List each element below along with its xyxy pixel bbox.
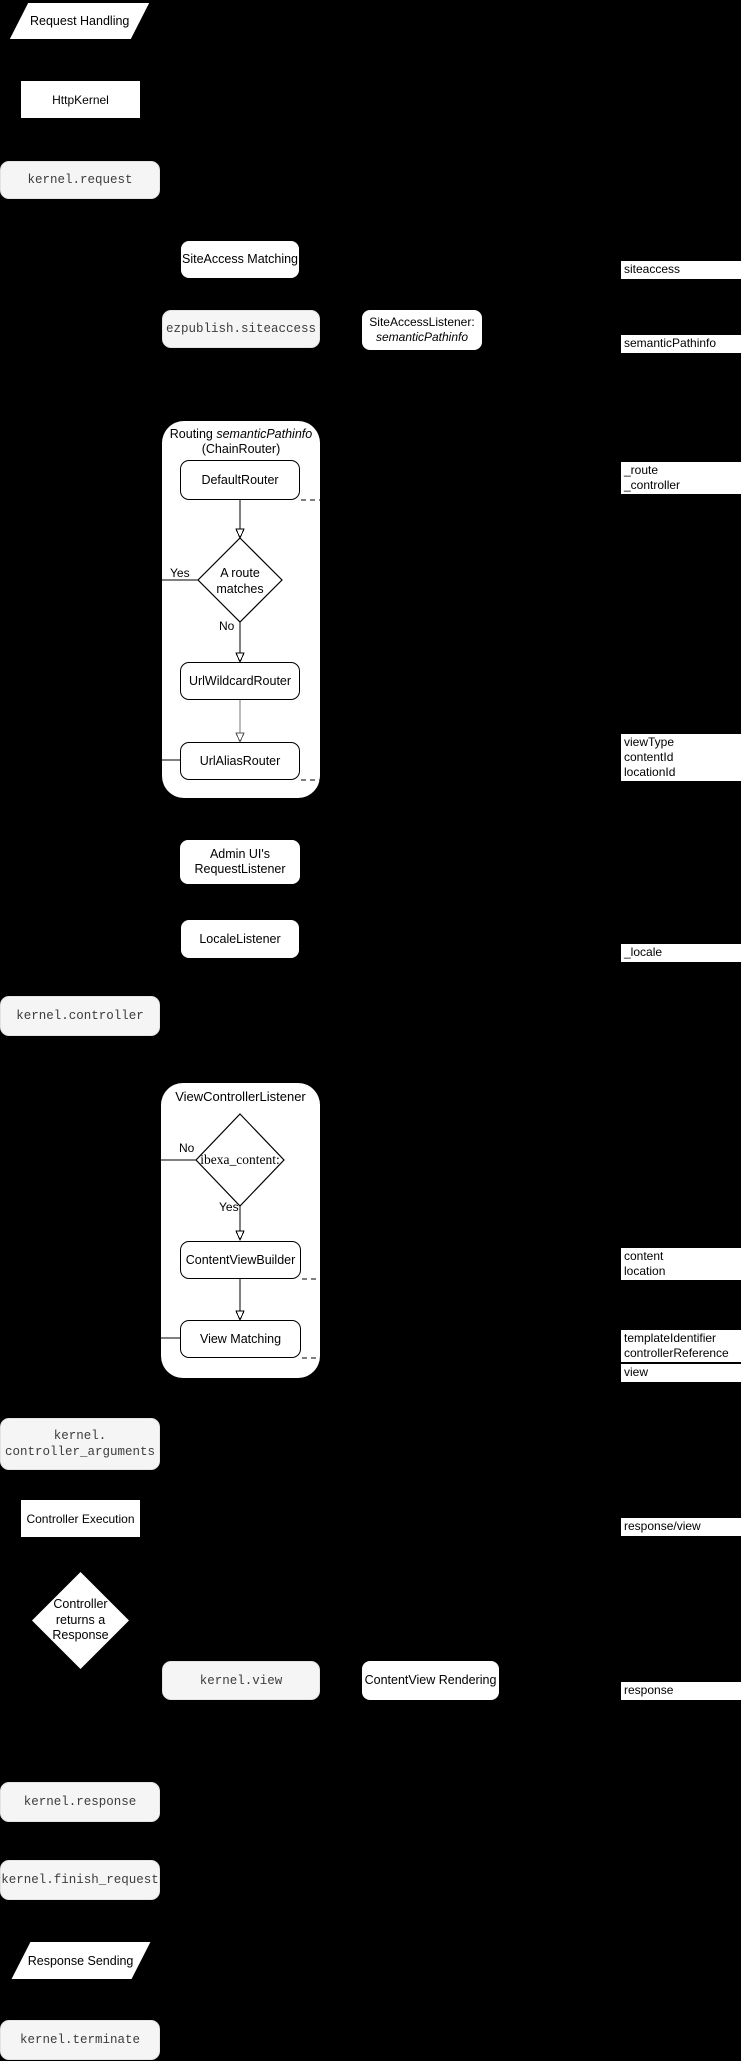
side-label-locale: _locale: [621, 944, 741, 962]
http-kernel-box: HttpKernel: [21, 81, 140, 118]
controller-execution-label: Controller Execution: [26, 1511, 135, 1526]
side-label-location: location: [624, 1264, 666, 1278]
route-no-label: No: [219, 619, 235, 633]
locale-listener-box: LocaleListener: [181, 920, 299, 958]
admin-request-listener-line2: RequestListener: [194, 862, 286, 876]
side-label-templateidentifier: templateIdentifier: [624, 1331, 717, 1345]
request-handling-label: Request Handling: [29, 14, 130, 28]
kernel-view-event: kernel.view: [162, 1661, 320, 1700]
kernel-response-event: kernel.response: [0, 1782, 160, 1822]
ezpublish-siteaccess-event: ezpublish.siteaccess: [162, 310, 320, 348]
url-wildcard-router-label: UrlWildcardRouter: [188, 674, 292, 688]
side-label-response: response: [621, 1682, 741, 1700]
routing-title: Routing semanticPathinfo (ChainRouter): [162, 427, 320, 457]
crr-line1: Controller: [53, 1597, 108, 1611]
routing-container: Routing semanticPathinfo (ChainRouter) D…: [162, 421, 320, 798]
vcl-title: ViewControllerListener: [175, 1089, 306, 1104]
url-alias-router-box: UrlAliasRouter: [180, 742, 300, 780]
kernel-finish-request-label: kernel.finish_request: [1, 1873, 159, 1887]
kernel-view-label: kernel.view: [199, 1673, 283, 1688]
side-label-view: view: [621, 1364, 741, 1382]
view-controller-listener-container: ViewControllerListener No ibexa_content:…: [161, 1083, 320, 1378]
side-label-controllerreference: controllerReference: [624, 1346, 729, 1360]
side-label-content: content: [624, 1249, 664, 1263]
url-wildcard-router-box: UrlWildcardRouter: [180, 662, 300, 700]
kernel-terminate-event: kernel.terminate: [0, 2020, 160, 2060]
route-matches-decision-text: A route matches: [198, 565, 282, 597]
view-matching-label: View Matching: [199, 1332, 282, 1346]
side-label-viewtype: viewType: [624, 735, 675, 749]
content-view-builder-box: ContentViewBuilder: [180, 1241, 301, 1279]
controller-returns-response-text: Controller returns a Response: [32, 1597, 129, 1644]
default-router-box: DefaultRouter: [180, 460, 300, 500]
vcl-yes-label: Yes: [219, 1200, 239, 1214]
kernel-controller-arguments-line1: kernel.: [53, 1429, 107, 1443]
kernel-finish-request-event: kernel.finish_request: [0, 1860, 160, 1900]
routing-title-plain: Routing: [169, 427, 217, 441]
response-sending-label: Response Sending: [28, 1953, 134, 1968]
side-label-semantic-pathinfo: semanticPathinfo: [621, 335, 741, 353]
routing-title-italic: semanticPathinfo: [216, 427, 313, 441]
side-label-controller: _controller: [624, 478, 681, 492]
kernel-controller-arguments-line2: controller_arguments: [4, 1445, 156, 1459]
routing-connectors: [162, 499, 320, 781]
siteaccess-listener-line2: semanticPathinfo: [375, 330, 469, 344]
crr-line3: Response: [52, 1628, 109, 1642]
crr-line2: returns a: [55, 1612, 106, 1627]
siteaccess-listener-box: SiteAccessListener: semanticPathinfo: [362, 310, 482, 350]
side-label-contentid: contentId: [624, 750, 674, 764]
ibexa-content-decision-text: ibexa_content:: [200, 1152, 280, 1167]
ezpublish-siteaccess-label: ezpublish.siteaccess: [165, 322, 317, 336]
view-matching-box: View Matching: [180, 1320, 301, 1358]
siteaccess-listener-line1: SiteAccessListener:: [369, 315, 475, 329]
controller-execution-box: Controller Execution: [21, 1500, 140, 1537]
side-label-siteaccess: siteaccess: [621, 261, 741, 279]
contentview-rendering-label: ContentView Rendering: [364, 1673, 497, 1687]
request-handling-step: Request Handling: [9, 3, 150, 39]
kernel-response-label: kernel.response: [23, 1795, 137, 1809]
default-router-label: DefaultRouter: [201, 473, 279, 487]
content-view-builder-label: ContentViewBuilder: [185, 1253, 296, 1267]
vcl-no-label: No: [179, 1141, 195, 1155]
siteaccess-matching-box: SiteAccess Matching: [181, 241, 299, 278]
locale-listener-label: LocaleListener: [199, 931, 281, 946]
side-label-locationid: locationId: [624, 765, 676, 779]
admin-request-listener-line1: Admin UI's: [209, 847, 271, 861]
contentview-rendering-box: ContentView Rendering: [362, 1661, 499, 1700]
http-kernel-label: HttpKernel: [52, 92, 109, 107]
controller-returns-response-diamond: [32, 1572, 129, 1669]
routing-title-line2: (ChainRouter): [201, 442, 281, 456]
kernel-request-event: kernel.request: [0, 161, 160, 199]
side-label-template-controller: templateIdentifier controllerReference: [621, 1330, 741, 1362]
admin-request-listener-box: Admin UI's RequestListener: [180, 840, 300, 884]
kernel-request-label: kernel.request: [27, 173, 133, 187]
route-matches-line2: matches: [216, 582, 264, 596]
siteaccess-matching-label: SiteAccess Matching: [181, 252, 299, 266]
vcl-connectors: [161, 1113, 320, 1359]
side-label-route: _route: [624, 463, 659, 477]
side-label-response-view: response/view: [621, 1518, 741, 1536]
side-label-view-params: viewType contentId locationId: [621, 734, 741, 781]
route-yes-label: Yes: [170, 566, 190, 580]
side-label-route-controller: _route _controller: [621, 462, 741, 494]
side-label-content-location: content location: [621, 1248, 741, 1280]
kernel-terminate-label: kernel.terminate: [19, 2033, 141, 2047]
kernel-controller-arguments-event: kernel. controller_arguments: [0, 1418, 160, 1470]
kernel-controller-label: kernel.controller: [16, 1009, 144, 1023]
response-sending-step: Response Sending: [11, 1942, 151, 1979]
url-alias-router-label: UrlAliasRouter: [199, 754, 281, 768]
kernel-controller-event: kernel.controller: [0, 996, 160, 1036]
route-matches-line1: A route: [220, 566, 260, 580]
